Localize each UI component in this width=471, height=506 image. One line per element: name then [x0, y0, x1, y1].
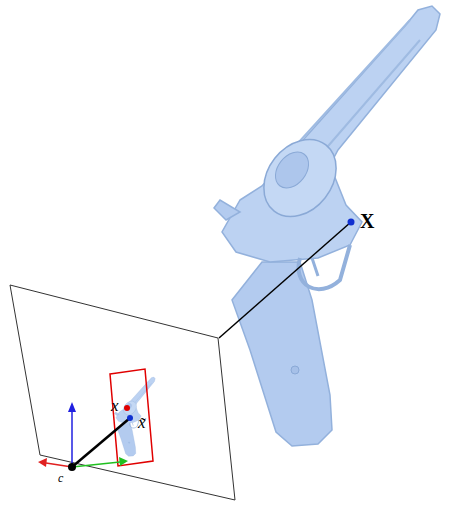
camera-label: c — [58, 472, 63, 484]
revolver-model — [214, 6, 440, 446]
camera-center — [68, 463, 76, 471]
axis-arrowhead — [38, 458, 47, 467]
image-plane — [10, 285, 235, 500]
model-point — [348, 219, 355, 226]
point-label: X — [360, 211, 374, 231]
bounding-box — [110, 369, 153, 466]
axis-arrowhead — [68, 402, 76, 412]
axis-arrowhead — [119, 457, 128, 466]
point-label: x — [111, 397, 119, 414]
image-point — [127, 415, 133, 421]
image-point — [124, 405, 130, 411]
axis-y — [72, 462, 120, 467]
projection-ray — [219, 222, 351, 338]
axis-z — [71, 410, 73, 467]
projection-ray — [72, 418, 130, 467]
point-label: x̃ — [138, 414, 146, 431]
